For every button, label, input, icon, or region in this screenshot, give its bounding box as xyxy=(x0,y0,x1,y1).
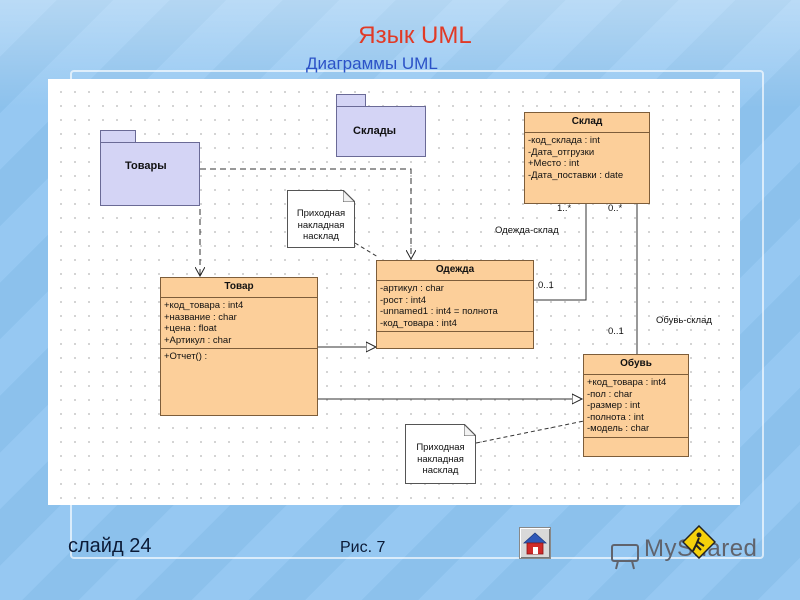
multiplicity-label: 0..* xyxy=(608,203,623,214)
package-sklady-tab xyxy=(336,94,366,107)
class-attribute: -рост : int4 xyxy=(380,294,427,306)
package-tovary: Товары xyxy=(100,142,200,206)
multiplicity-label: 0..1 xyxy=(608,326,624,337)
dependency-tovary-odezhda xyxy=(200,168,411,259)
note-fold-icon xyxy=(343,190,355,202)
multiplicity-label: 1..* xyxy=(557,203,572,214)
class-attribute: -код_склада : int xyxy=(528,135,600,146)
note-line: Приходная xyxy=(416,442,465,453)
class-attribute: +код_товара : int4 xyxy=(164,300,244,311)
note-invoice-top: Приходная накладная насклад xyxy=(287,190,355,248)
package-sklady-label: Склады xyxy=(353,125,397,137)
class-attribute: -полнота : int xyxy=(587,411,644,423)
note-line: накладная xyxy=(417,453,464,465)
note-line: насклад xyxy=(303,231,339,242)
class-sklad-attributes: -код_склада : int -Дата_отгрузки +Место … xyxy=(525,133,649,183)
note-anchor-odezhda xyxy=(354,242,379,258)
class-sklad: Склад -код_склада : int -Дата_отгрузки +… xyxy=(524,112,650,204)
note-line: насклад xyxy=(422,465,459,476)
class-attribute: -размер : int xyxy=(587,400,641,412)
slide-number: слайд 24 xyxy=(68,535,152,557)
note-line: накладная xyxy=(297,219,345,231)
association-name-label: Обувь-склад xyxy=(656,315,712,326)
class-obuv-attributes: +код_товара : int4 -пол : char -размер :… xyxy=(584,375,688,438)
slide-title: Язык UML xyxy=(358,22,472,49)
class-odezhda-attributes: -артикул : char -рост : int4 -unnamed1 :… xyxy=(377,281,533,333)
class-tovar-operations: +Отчет() : xyxy=(161,349,317,365)
house-icon xyxy=(522,532,548,555)
class-attribute: +цена : float xyxy=(164,323,217,335)
class-sklad-name: Склад xyxy=(525,113,649,133)
figure-caption: Рис. 7 xyxy=(340,539,386,556)
multiplicity-label: 0..1 xyxy=(538,280,554,291)
class-odezhda-name: Одежда xyxy=(377,261,533,281)
home-button[interactable] xyxy=(519,527,551,559)
slide-subtitle: Диаграммы UML xyxy=(306,54,438,73)
class-attribute: -Дата_отгрузки xyxy=(528,146,595,158)
association-name-label: Одежда-склад xyxy=(495,225,559,236)
class-attribute: -unnamed1 : int4 = полнота xyxy=(380,306,498,318)
package-tovary-label: Товары xyxy=(125,160,167,172)
class-attribute: -артикул : char xyxy=(380,283,444,294)
note-anchor-obuv xyxy=(475,420,585,444)
class-odezhda: Одежда -артикул : char -рост : int4 -unn… xyxy=(376,260,534,349)
class-tovar: Товар +код_товара : int4 +название : cha… xyxy=(160,277,318,416)
association-odezhda-sklad xyxy=(534,203,587,301)
class-attribute: -код_товара : int4 xyxy=(380,317,457,329)
note-invoice-bottom: Приходная накладная насклад xyxy=(405,424,476,484)
class-obuv: Обувь +код_товара : int4 -пол : char -ра… xyxy=(583,354,689,457)
worker-sign-icon xyxy=(682,525,716,559)
class-attribute: -Дата_поставки : date xyxy=(528,169,624,181)
note-line: Приходная xyxy=(296,208,346,219)
class-attribute: +Артикул : char xyxy=(164,334,232,346)
diagram-connectors xyxy=(48,168,638,444)
class-attribute: -модель : char xyxy=(587,423,650,435)
package-sklady: Склады xyxy=(336,106,426,157)
class-obuv-name: Обувь xyxy=(584,355,688,375)
class-attribute: -пол : char xyxy=(587,388,633,400)
class-attribute: +Место : int xyxy=(528,158,580,170)
class-tovar-attributes: +код_товара : int4 +название : char +цен… xyxy=(161,298,317,350)
class-operation: +Отчет() : xyxy=(164,351,208,363)
logo-emblem-icon xyxy=(611,544,639,570)
class-tovar-name: Товар xyxy=(161,278,317,298)
note-fold-icon xyxy=(464,424,476,436)
package-tovary-tab xyxy=(100,130,136,143)
class-attribute: +код_товара : int4 xyxy=(587,377,667,388)
class-attribute: +название : char xyxy=(164,311,237,323)
uml-diagram: Товары Склады Склад -код_склада : int -Д… xyxy=(48,79,740,505)
myshared-logo[interactable]: MyShared xyxy=(606,523,766,573)
